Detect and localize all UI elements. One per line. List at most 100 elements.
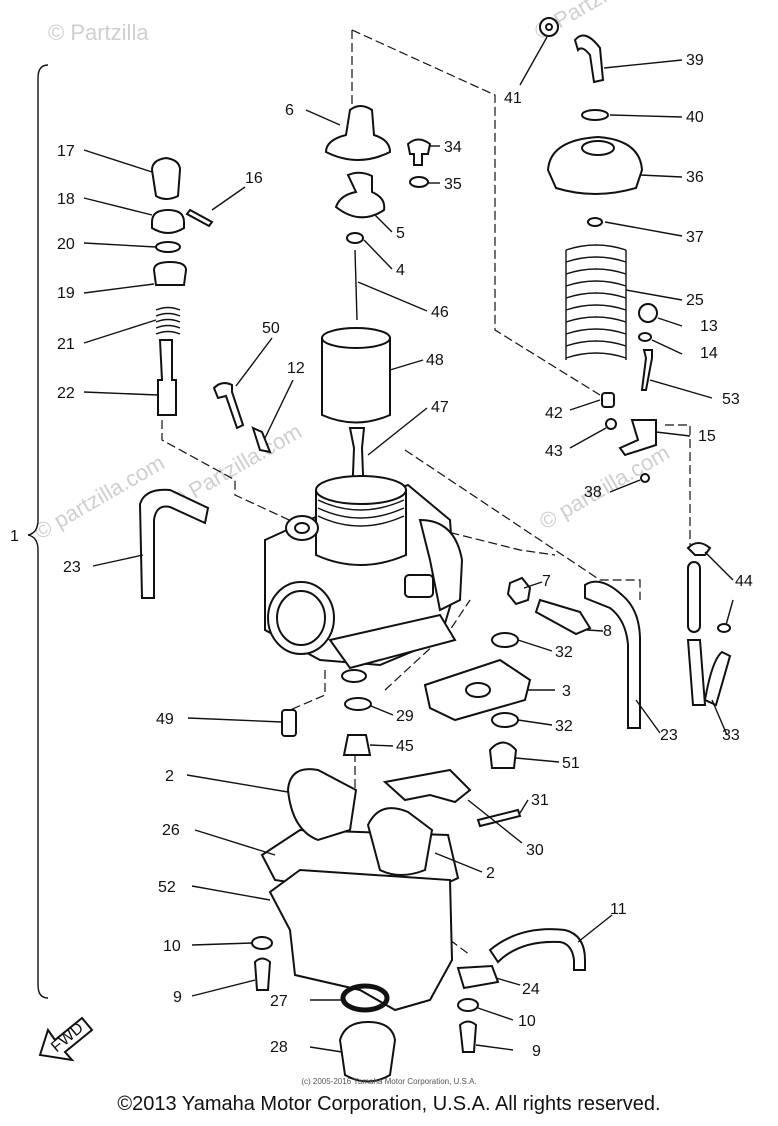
callout-number: 46 xyxy=(431,304,449,321)
nut xyxy=(506,576,532,606)
callout-number: 2 xyxy=(486,865,495,882)
carburetor-body xyxy=(264,475,464,683)
footer-copyright: ©2013 Yamaha Motor Corporation, U.S.A. A… xyxy=(117,1093,661,1115)
callout-number: 7 xyxy=(542,573,551,590)
callout-number: 18 xyxy=(57,191,75,208)
spring xyxy=(155,306,181,335)
callout-number: 21 xyxy=(57,336,75,353)
callout-number: 24 xyxy=(522,981,540,998)
float-pin xyxy=(476,808,522,828)
throttle-stop-screw xyxy=(534,598,592,636)
callout-number: 25 xyxy=(686,292,704,309)
float xyxy=(366,807,434,876)
callout-number: 27 xyxy=(270,993,288,1010)
hose xyxy=(584,580,641,729)
o-ring xyxy=(581,109,609,121)
callout-number: 42 xyxy=(545,405,563,422)
callout-number: 45 xyxy=(396,738,414,755)
callout-number: 20 xyxy=(57,236,75,253)
guide-line xyxy=(289,670,326,711)
callout-number: 14 xyxy=(700,345,718,362)
callout-number: 8 xyxy=(603,623,612,640)
washer xyxy=(491,632,519,648)
jet xyxy=(488,741,518,769)
cap xyxy=(150,156,182,200)
callout-number: 35 xyxy=(444,176,462,193)
clip xyxy=(686,542,712,556)
guide-line xyxy=(449,939,471,956)
callout-number: 26 xyxy=(162,822,180,839)
starter-plunger xyxy=(157,339,177,416)
nut xyxy=(152,260,188,286)
callout-number: 22 xyxy=(57,385,75,402)
starter-bracket xyxy=(618,419,657,457)
callout-number: 2 xyxy=(165,768,174,785)
float-bowl xyxy=(268,868,454,1012)
callout-number: 1 xyxy=(10,528,19,545)
callout-number: 32 xyxy=(555,718,573,735)
small-copyright: (c) 2005-2016 Yamaha Motor Corporation, … xyxy=(301,1077,476,1086)
nut xyxy=(545,23,553,31)
float-arm xyxy=(382,768,472,804)
callout-number: 16 xyxy=(245,170,263,187)
callout-number: 33 xyxy=(722,727,740,744)
plate xyxy=(456,964,500,990)
washer xyxy=(409,176,429,188)
clip xyxy=(346,232,364,244)
plug xyxy=(601,392,615,408)
callout-number: 44 xyxy=(735,573,753,590)
callout-number: 12 xyxy=(287,360,305,377)
callout-number: 31 xyxy=(531,792,549,809)
screw xyxy=(638,303,658,323)
callout-number: 11 xyxy=(610,901,627,918)
hose xyxy=(687,561,701,633)
washer xyxy=(605,418,617,430)
callout-number: 41 xyxy=(504,90,522,107)
callout-labels: 1 2 2 3 4 5 6 7 8 9 9 10 10 11 12 13 14 … xyxy=(10,52,753,1060)
callout-number: 13 xyxy=(700,318,718,335)
guide-line xyxy=(161,420,301,526)
callout-number: 28 xyxy=(270,1039,288,1056)
clip xyxy=(717,623,731,633)
callout-number: 9 xyxy=(173,989,182,1006)
mixing-chamber-top xyxy=(546,135,644,195)
callout-number: 23 xyxy=(63,559,81,576)
callout-number: 52 xyxy=(158,879,176,896)
callout-number: 39 xyxy=(686,52,704,69)
float xyxy=(286,768,358,842)
callout-number: 50 xyxy=(262,320,280,337)
callout-number: 10 xyxy=(163,938,181,955)
pilot-jet xyxy=(281,709,297,737)
hose xyxy=(703,650,732,707)
gasket xyxy=(465,682,491,698)
callout-number: 15 xyxy=(698,428,716,445)
needle-valve xyxy=(342,734,372,756)
washer xyxy=(640,473,650,483)
callout-number: 49 xyxy=(156,711,174,728)
washer xyxy=(344,697,372,711)
callout-number: 32 xyxy=(555,644,573,661)
callout-number: 23 xyxy=(660,727,678,744)
spring xyxy=(251,426,272,454)
callout-number: 10 xyxy=(518,1013,536,1030)
callout-number: 3 xyxy=(562,683,571,700)
cable-adjuster xyxy=(640,349,653,391)
bushing xyxy=(151,208,185,234)
leader-lines xyxy=(83,36,734,1053)
hose xyxy=(686,639,707,706)
screw xyxy=(458,1020,478,1053)
cap xyxy=(324,105,392,161)
guide-line xyxy=(351,29,601,396)
washer xyxy=(491,712,519,728)
callout-number: 53 xyxy=(722,391,740,408)
o-ring xyxy=(340,983,390,1013)
callout-number: 9 xyxy=(532,1043,541,1060)
ring xyxy=(155,241,181,253)
washer xyxy=(251,936,273,950)
callout-number: 47 xyxy=(431,399,449,416)
guide-line xyxy=(665,424,691,545)
screw xyxy=(406,138,432,166)
plate xyxy=(334,171,386,219)
throttle-spring xyxy=(565,244,627,365)
